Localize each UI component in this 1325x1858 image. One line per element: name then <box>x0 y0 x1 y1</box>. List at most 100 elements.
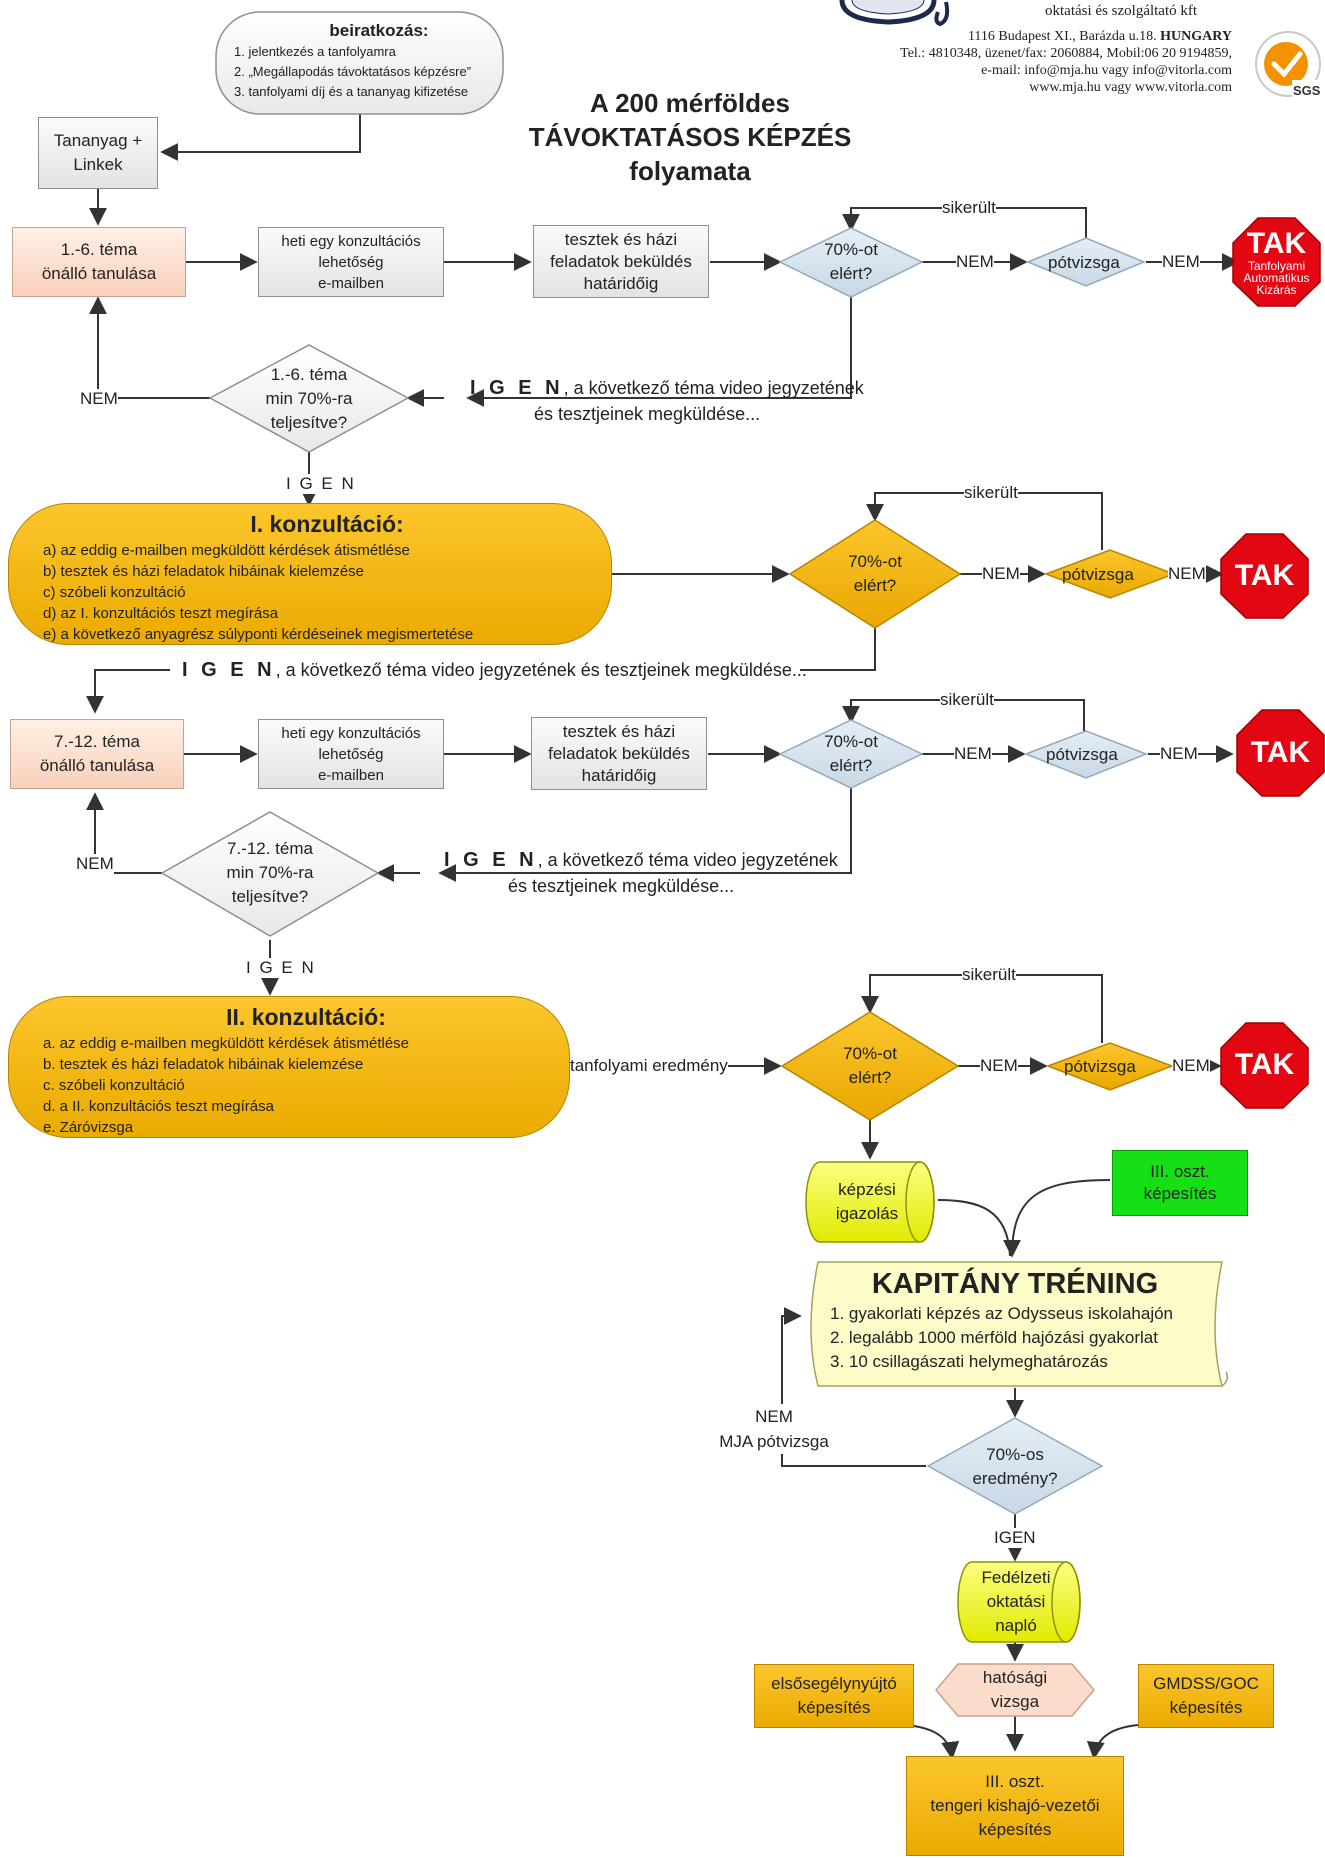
igen-down-2: I G E N <box>246 958 316 978</box>
consultation-2-item: e. Záróvizsga <box>43 1119 134 1136</box>
check-diamond-training <box>926 1417 1104 1515</box>
no-back-label-1: NEM <box>80 389 118 409</box>
tak-label-2: TAK <box>1250 736 1311 769</box>
consultation-1-title: I. konzultáció: <box>250 511 404 537</box>
consultation-1-item: c) szóbeli konzultáció <box>43 584 186 601</box>
igen-next-1b: és tesztjeinek megküldése... <box>534 404 761 424</box>
mja-retake-label: NEM MJA pótvizsga <box>700 1404 848 1454</box>
no-label-consult2a: NEM <box>980 1056 1018 1076</box>
captain-training-item: 2. legalább 1000 mérföld hajózási gyakor… <box>830 1328 1158 1347</box>
no-label-consult1a: NEM <box>982 564 1020 584</box>
igen-next-consult1: I G E N, a következő téma video jegyzeté… <box>182 659 807 681</box>
logo-glyph <box>934 1 950 27</box>
captain-training-item: 1. gyakorlati képzés az Odysseus iskolah… <box>830 1304 1174 1323</box>
enroll-item: 2. „Megállapodás távoktatásos képzésre” <box>234 64 472 79</box>
success-label-2: sikerült <box>940 690 994 710</box>
tak-label-consult2: TAK <box>1234 1048 1295 1081</box>
page-title: A 200 mérföldes TÁVOKTATÁSOS KÉPZÉS foly… <box>528 88 852 186</box>
igen-next-2: I G E N, a következő téma video jegyzeté… <box>444 849 838 871</box>
company-contact: 1116 Budapest XI., Barázda u.18. HUNGARY… <box>850 28 1232 96</box>
no-back-label-2: NEM <box>76 854 114 874</box>
retake-label-consult1: pótvizsga <box>1062 565 1134 584</box>
enroll-box: beiratkozás: 1. jelentkezés a tanfolyamr… <box>234 20 494 102</box>
no-label-2a: NEM <box>954 744 992 764</box>
address: 1116 Budapest XI., Barázda u.18. <box>967 29 1157 44</box>
email: e-mail: info@mja.hu vagy info@vitorla.co… <box>981 63 1232 78</box>
check-diamond-consult2 <box>780 1011 960 1121</box>
consultation-1-item: b) tesztek és házi feladatok hibáinak ki… <box>43 563 365 580</box>
consultation-2-title: II. konzultáció: <box>226 1004 386 1030</box>
tak-stop-sign-icon <box>1220 1022 1309 1109</box>
decision-diamond-1 <box>208 344 410 453</box>
company-suffix: oktatási és szolgáltató kft <box>1045 3 1198 19</box>
igen-next-1: I G E N, a következő téma video jegyzeté… <box>470 377 864 399</box>
success-label-consult2: sikerült <box>962 965 1016 985</box>
igen-label-training: IGEN <box>994 1528 1036 1548</box>
enroll-item: 3. tanfolyami díj és a tananyag kifizeté… <box>234 84 469 99</box>
retake-label-2: pótvizsga <box>1046 745 1118 764</box>
country: HUNGARY <box>1160 29 1232 44</box>
captain-training: KAPITÁNY TRÉNING 1. gyakorlati képzés az… <box>820 1266 1210 1374</box>
tak-label-consult1: TAK <box>1234 559 1295 592</box>
tak-stop-sign-icon <box>1232 217 1321 307</box>
no-label-consult1b: NEM <box>1168 564 1206 584</box>
enroll-box-shape <box>215 11 504 115</box>
certificate-cylinder <box>805 1161 935 1243</box>
tak-label-1: TAK Tanfolyami Automatikus Kizárás <box>1243 227 1310 297</box>
no-label-2b: NEM <box>1160 744 1198 764</box>
consultation-1-item: d) az I. konzultációs teszt megírása <box>43 605 279 622</box>
consultation-1-item: a) az eddig e-mailben megküldött kérdése… <box>43 542 410 559</box>
phones: Tel.: 4810348, üzenet/fax: 2060884, Mobi… <box>900 46 1232 61</box>
igen-down-1: I G E N <box>286 474 356 494</box>
captain-training-title: KAPITÁNY TRÉNING <box>871 1268 1159 1300</box>
consultation-1: I. konzultáció: a) az eddig e-mailben me… <box>8 503 612 645</box>
success-label-consult1: sikerült <box>964 483 1018 503</box>
exam-hexagon <box>935 1663 1095 1717</box>
enroll-title: beiratkozás: <box>329 21 429 40</box>
captain-training-item: 3. 10 csillagászati helymeghatározás <box>830 1352 1108 1371</box>
check-diamond-consult1 <box>788 519 962 629</box>
no-label-1a: NEM <box>956 252 994 272</box>
tak-stop-sign-icon <box>1236 709 1325 797</box>
materials-box: Tananyag +Linkek <box>38 117 158 189</box>
retake-diamond-2 <box>1023 730 1149 779</box>
retake-label-consult2: pótvizsga <box>1064 1057 1136 1076</box>
consultation-2-item: b. tesztek és házi feladatok hibáinak ki… <box>43 1056 364 1073</box>
retake-diamond-1 <box>1026 237 1146 287</box>
consultation-2-item: d. a II. konzultációs teszt megírása <box>43 1098 274 1115</box>
check-diamond-1 <box>778 227 924 298</box>
consultation-2-item: a. az eddig e-mailben megküldött kérdése… <box>43 1035 410 1052</box>
no-label-consult2b: NEM <box>1172 1056 1210 1076</box>
company-seal-icon <box>839 0 937 25</box>
logbook-cylinder <box>957 1561 1081 1643</box>
course-result-label: tanfolyami eredmény <box>570 1056 728 1076</box>
decision-diamond-2 <box>160 811 380 937</box>
consultation-1-item: e) a következő anyagrész súlyponti kérdé… <box>43 626 474 643</box>
sgs-label: SGS <box>1293 83 1321 98</box>
consultation-2-item: c. szóbeli konzultáció <box>43 1077 185 1094</box>
tak-stop-sign-icon <box>1220 533 1309 619</box>
iso-certification-badge-icon <box>1255 31 1322 98</box>
check-diamond-2 <box>778 719 924 789</box>
igen-next-2b: és tesztjeinek megküldése... <box>508 876 735 896</box>
consultation-2: II. konzultáció: a. az eddig e-mailben m… <box>8 996 570 1138</box>
